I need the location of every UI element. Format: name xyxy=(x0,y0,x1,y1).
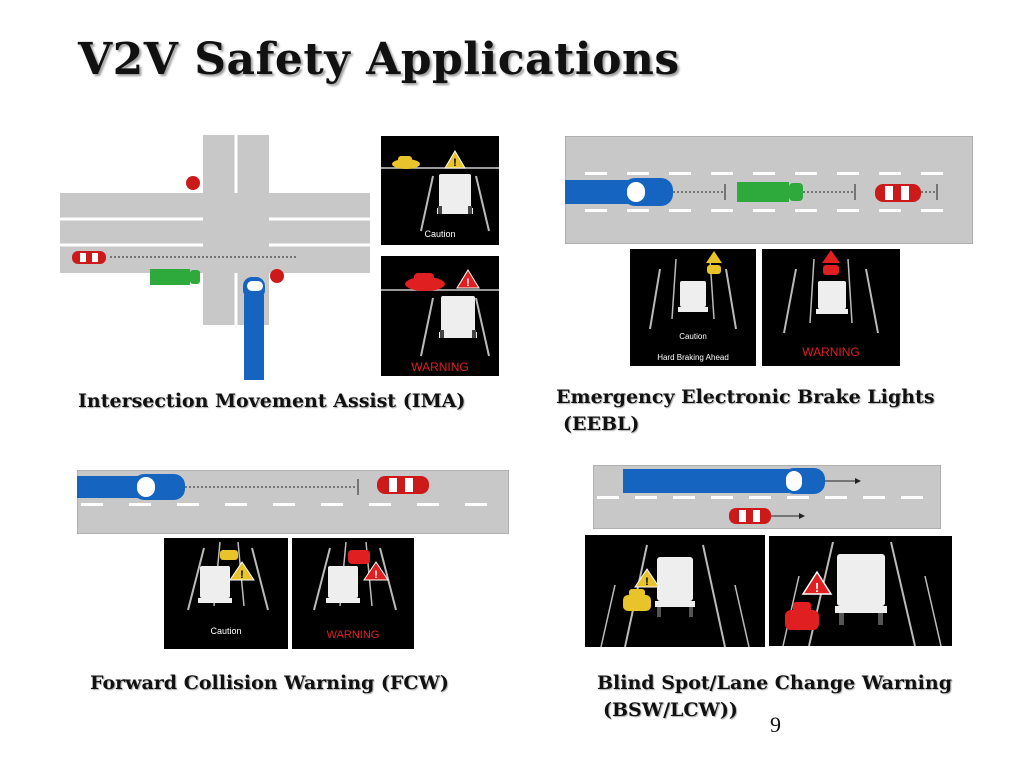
page-number: 9 xyxy=(770,712,781,737)
svg-text:!: ! xyxy=(645,576,649,588)
ima-caution-text: Caution xyxy=(424,229,456,239)
svg-text:!: ! xyxy=(240,569,244,581)
eebl-caution-panel: Caution Hard Braking Ahead xyxy=(630,249,756,366)
fcw-road-diagram xyxy=(77,470,509,534)
eebl-caption-line2: (EEBL) xyxy=(563,413,640,435)
bsw-warning-panel: ! xyxy=(769,536,952,646)
svg-text:!: ! xyxy=(815,580,819,595)
svg-text:!: ! xyxy=(374,569,378,581)
fcw-caution-panel: ! Caution xyxy=(164,538,288,649)
fcw-warning-panel: ! WARNING xyxy=(292,538,414,649)
ima-warning-text: WARNING xyxy=(411,360,469,374)
bsw-caution-panel: ! xyxy=(585,535,765,647)
ima-caution-panel: ! Caution xyxy=(381,136,499,245)
eebl-warning-text: WARNING xyxy=(802,345,860,359)
ima-intersection-diagram xyxy=(60,135,370,380)
eebl-caution-text: Caution xyxy=(679,332,707,341)
fcw-caution-text: Caution xyxy=(210,626,242,636)
bsw-caption-line2: (BSW/LCW)) xyxy=(603,699,738,721)
svg-text:!: ! xyxy=(453,157,457,169)
bsw-caption-line1: Blind Spot/Lane Change Warning xyxy=(597,672,952,694)
bsw-road-diagram xyxy=(593,465,941,529)
eebl-caption-line1: Emergency Electronic Brake Lights xyxy=(556,386,935,408)
fcw-warning-text: WARNING xyxy=(326,629,380,641)
eebl-road-diagram xyxy=(565,136,973,244)
svg-text:!: ! xyxy=(466,277,470,289)
fcw-caption: Forward Collision Warning (FCW) xyxy=(90,672,449,694)
ima-caption: Intersection Movement Assist (IMA) xyxy=(78,390,466,412)
eebl-hard-braking-text: Hard Braking Ahead xyxy=(657,353,729,362)
eebl-warning-panel: WARNING xyxy=(762,249,900,366)
slide-title: V2V Safety Applications xyxy=(78,34,680,85)
ima-warning-panel: ! WARNING xyxy=(381,256,499,376)
